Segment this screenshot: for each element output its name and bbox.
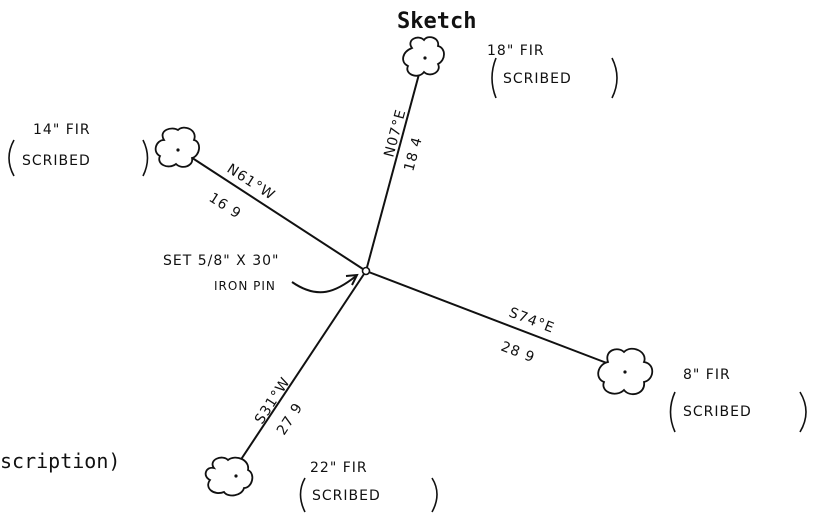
tree-northwest-icon (154, 126, 200, 168)
bracket-right-icon (611, 57, 618, 99)
bracket-left-icon (299, 477, 306, 513)
bracket-right-icon (431, 477, 438, 513)
tree-east-note: SCRIBED (683, 404, 752, 420)
bracket-right-icon (799, 391, 807, 433)
pin-label-line1: SET 5/8" X 30" (163, 253, 279, 269)
bracket-right-icon (142, 139, 149, 177)
tree-southwest-note: SCRIBED (312, 488, 381, 504)
tree-east-bearing: S74°E (507, 305, 557, 337)
tree-east-distance: 28 9 (499, 339, 538, 367)
line-north (365, 62, 423, 272)
tree-east (597, 347, 654, 396)
sketch-title: Sketch (397, 9, 476, 34)
description-fragment: scription) (0, 449, 120, 473)
bracket-left-icon (8, 139, 15, 177)
line-northwest (179, 149, 367, 272)
tree-northwest (154, 126, 200, 168)
tree-north (402, 36, 445, 77)
line-southwest (233, 270, 367, 471)
tree-north-size: 18" FIR (487, 43, 545, 59)
iron-pin-marker (361, 266, 371, 276)
tree-northwest-size: 14" FIR (33, 122, 91, 138)
pin-pointer-arrow-icon (291, 275, 357, 294)
bracket-left-icon (491, 57, 497, 99)
pin-label-line2: IRON PIN (214, 279, 276, 293)
tree-northwest-note: SCRIBED (22, 153, 91, 169)
arrowhead-icon (345, 273, 359, 286)
tree-north-distance: 18 4 (401, 135, 426, 173)
tree-southwest (204, 456, 254, 497)
tree-southwest-icon (204, 456, 254, 497)
tree-northwest-bearing: N61°W (224, 161, 278, 204)
tree-east-size: 8" FIR (683, 367, 731, 383)
tree-southwest-size: 22" FIR (310, 460, 368, 476)
tree-north-icon (402, 36, 445, 77)
tree-north-note: SCRIBED (503, 71, 572, 87)
tree-northwest-distance: 16 9 (206, 190, 244, 223)
line-east (365, 270, 613, 366)
bracket-left-icon (669, 391, 676, 433)
